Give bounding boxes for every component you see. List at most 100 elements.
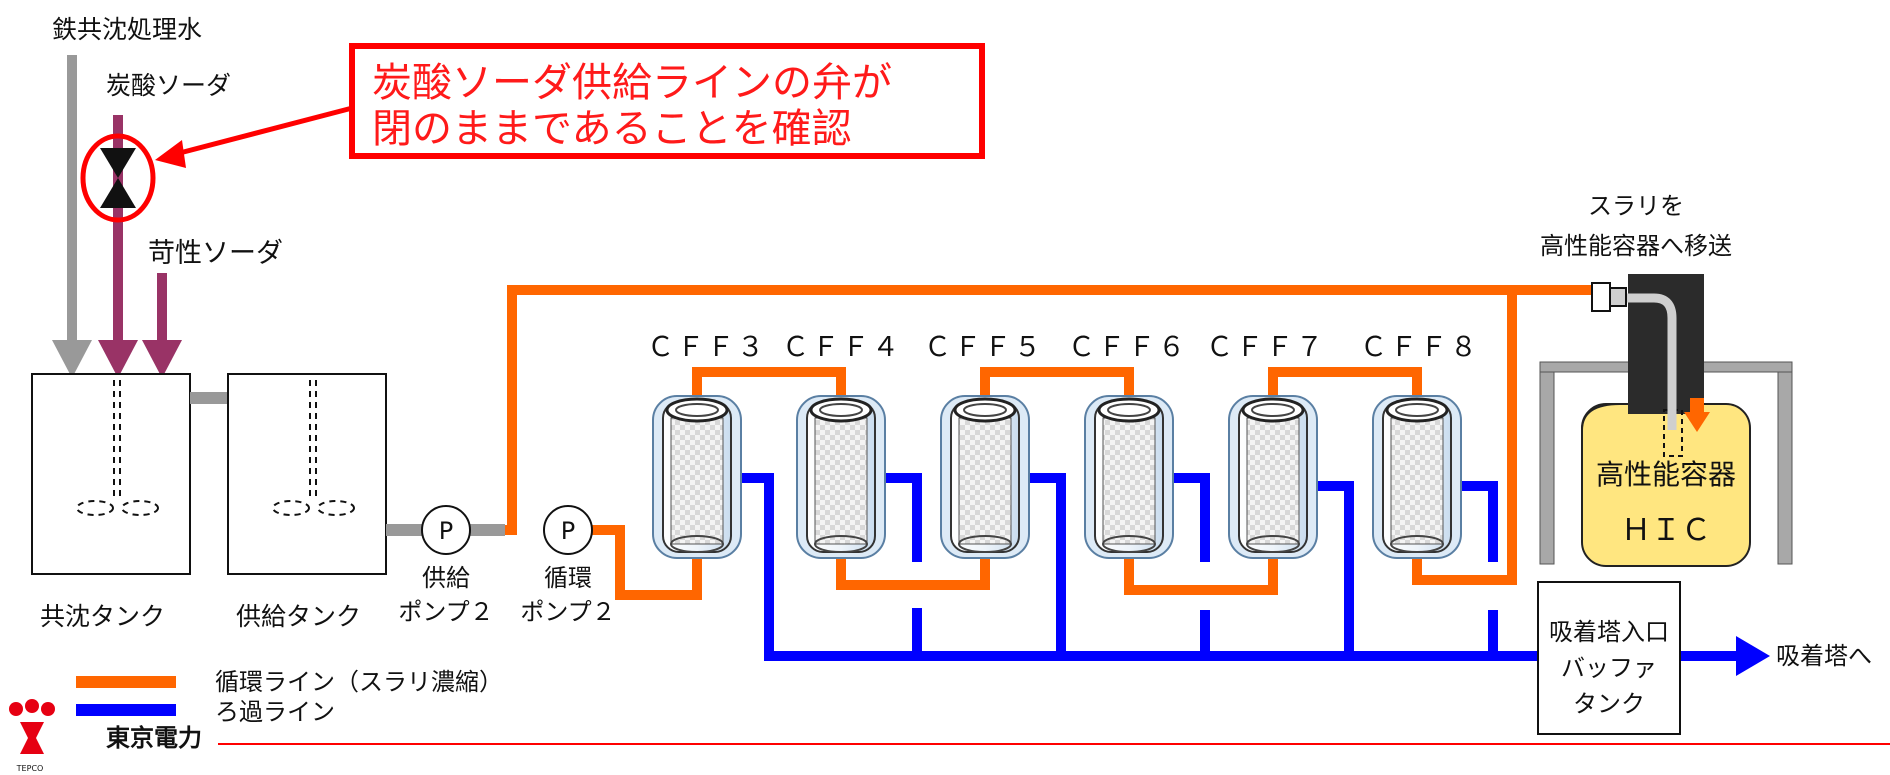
- company-name: 東京電力: [106, 724, 202, 752]
- valve-top: [100, 148, 136, 178]
- cff-inner-ring: [675, 403, 719, 417]
- cff-top-ring: [1241, 397, 1305, 423]
- supply-tank: [227, 373, 387, 575]
- supply-pump-label-2: ポンプ２: [398, 598, 493, 626]
- cff-bottom-ring: [670, 535, 724, 553]
- slurry-drop-stem: [1690, 398, 1704, 414]
- cff3-cff4-link: [692, 367, 846, 404]
- cff-top-ring: [1385, 397, 1449, 423]
- cff8-filtrate: [1462, 481, 1498, 562]
- circ-pump-circle: [543, 505, 593, 555]
- caustic-arrow: [142, 340, 182, 378]
- cff8-to-hic-line: [1412, 290, 1517, 585]
- legend-circulation-label: 循環ライン（スラリ濃縮）: [215, 668, 503, 696]
- circ-pump-label-1: 循環: [544, 564, 592, 592]
- cff-inner-ring: [1107, 403, 1151, 417]
- tepco-logo: TEPCO: [9, 699, 55, 773]
- logo-dot: [41, 702, 55, 716]
- cff-unit: ＣＦＦ８: [1360, 332, 1480, 559]
- cff-bottom-ring: [1390, 535, 1444, 553]
- cff-bottom-ring: [1102, 535, 1156, 553]
- cff-unit: ＣＦＦ５: [924, 332, 1044, 559]
- iron-water-arrow: [52, 340, 92, 378]
- soda-ash-arrow: [98, 340, 138, 378]
- hic-label-1: 高性能容器: [1596, 458, 1736, 491]
- supply-pump: P: [421, 505, 471, 555]
- supply-pump-label-1: 供給: [422, 564, 470, 592]
- cff-label: ＣＦＦ３: [647, 332, 767, 363]
- cff-top-ring: [953, 397, 1017, 423]
- slurry-hose: [1624, 293, 1677, 430]
- cff-label: ＣＦＦ５: [924, 332, 1044, 363]
- hic-frame-leg-left: [1539, 371, 1555, 565]
- valve: [80, 133, 156, 223]
- hic-shoulder: [1581, 403, 1621, 431]
- buffer-tank: [1537, 581, 1681, 735]
- buffer-tank-label-3: タンク: [1573, 690, 1645, 718]
- buffer-tank-label-2: バッファ: [1561, 654, 1657, 682]
- callout-line1: 炭酸ソーダ供給ラインの弁が: [372, 60, 892, 106]
- cff-label: ＣＦＦ７: [1206, 332, 1326, 363]
- agitator-blade: [121, 500, 159, 516]
- logo-dot: [9, 702, 23, 716]
- coprecip-tank-body: [31, 373, 191, 575]
- iron-water-label: 鉄共沈処理水: [52, 15, 202, 44]
- cff-bottom-ring: [958, 535, 1012, 553]
- cff-unit: ＣＦＦ７: [1206, 332, 1326, 559]
- circulation-pump: P: [543, 505, 593, 555]
- hic-station: [1539, 274, 1793, 567]
- valve-bottom: [100, 178, 136, 208]
- buffer-tank-label-1: 吸着塔入口: [1549, 618, 1669, 646]
- cff7-cff8-link: [1268, 367, 1422, 404]
- logo-mark: [20, 722, 44, 754]
- cff5-filtrate: [1030, 473, 1066, 656]
- cff5-cff6-link: [980, 367, 1134, 404]
- cff-filter-element: [670, 417, 724, 545]
- supply-pump-symbol: P: [439, 517, 453, 545]
- cff-filter-element: [814, 417, 868, 545]
- cff-top-ring: [809, 397, 873, 423]
- legend: 循環ライン（スラリ濃縮） ろ過ライン: [76, 668, 503, 726]
- valve-highlight-circle: [80, 133, 156, 223]
- supply-tank-label: 供給タンク: [236, 602, 361, 631]
- callout-arrow-head: [155, 140, 186, 168]
- cff-unit: ＣＦＦ３: [647, 332, 767, 559]
- outlet-label: 吸着塔へ: [1776, 642, 1872, 670]
- coprecip-tank: [31, 373, 191, 575]
- cff7-filtrate: [1318, 481, 1354, 656]
- cff-label: ＣＦＦ８: [1360, 332, 1480, 363]
- cff-inner-ring: [819, 403, 863, 417]
- cff-filter-element: [1390, 417, 1444, 545]
- agitator-blade: [76, 500, 114, 516]
- callout-line2: 閉のままであることを確認: [372, 106, 852, 152]
- cff-filter-element: [1102, 417, 1156, 545]
- cff-bottom-ring: [814, 535, 868, 553]
- cff-filters: ＣＦＦ３ ＣＦＦ４ ＣＦＦ５ ＣＦＦ６ ＣＦＦ７ ＣＦＦ８: [647, 332, 1480, 559]
- coprecip-tank-label: 共沈タンク: [40, 602, 165, 631]
- cff-label: ＣＦＦ６: [1068, 332, 1188, 363]
- cff-inner-ring: [1395, 403, 1439, 417]
- hic-label-2: ＨＩＣ: [1621, 513, 1711, 548]
- logo-abbr: TEPCO: [16, 764, 44, 773]
- slurry-transfer-label-2: 高性能容器へ移送: [1540, 232, 1732, 260]
- supply-pump-circle: [421, 505, 471, 555]
- filtrate-header: [742, 473, 1538, 661]
- cff-unit: ＣＦＦ４: [782, 332, 899, 559]
- cff6-filtrate: [1174, 473, 1210, 562]
- input-lines: [52, 55, 182, 378]
- hose-coupling-nut: [1609, 287, 1627, 307]
- hic-frame-leg-right: [1777, 371, 1793, 565]
- cff-filter-element: [958, 417, 1012, 545]
- legend-filtration-label: ろ過ライン: [215, 698, 335, 726]
- cff-inner-ring: [963, 403, 1007, 417]
- cff6-cff7-link: [1124, 548, 1278, 595]
- agitator-blade: [272, 500, 310, 516]
- cff-bottom-ring: [1246, 535, 1300, 553]
- soda-ash-label: 炭酸ソーダ: [106, 71, 231, 100]
- cff-inner-ring: [1251, 403, 1295, 417]
- circ-pump-label-2: ポンプ２: [520, 598, 615, 626]
- outlet-arrow: [1736, 636, 1770, 676]
- agitator-blade: [317, 500, 355, 516]
- slurry-transfer-label-1: スラリを: [1588, 192, 1684, 220]
